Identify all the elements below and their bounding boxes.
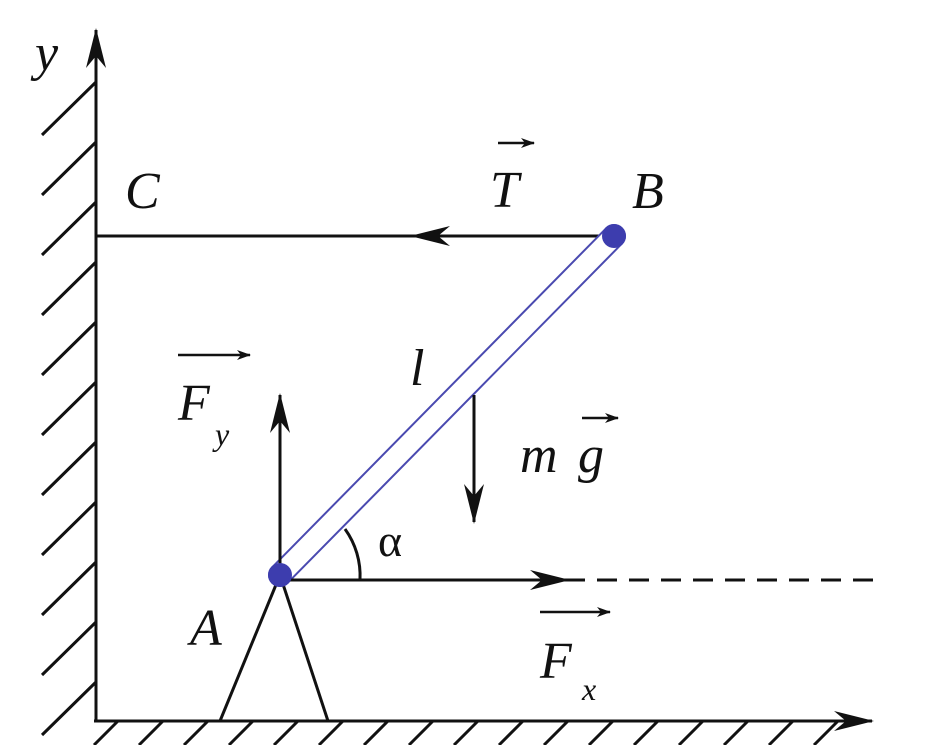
tension-label: T [490,162,522,219]
gravity-g-label: g [578,427,604,484]
ground-hatching [92,719,840,745]
pivot-support [218,574,330,722]
length-label: l [410,340,424,397]
point-a-label: A [187,600,222,657]
rod-ab [268,224,626,587]
force-y-label-sub: y [212,416,230,452]
point-c-label: C [125,163,161,220]
force-x-label-sub: x [581,671,596,707]
wall-hatching [40,80,98,737]
y-axis-label: y [30,25,59,82]
point-b-label: B [632,163,664,220]
angle-label: α [378,515,402,566]
force-y-label-main: F [177,375,211,432]
joint-a [268,563,292,587]
force-x-label-main: F [539,633,573,690]
angle-arc [343,528,362,581]
gravity-m-label: m [520,427,558,484]
joint-b [602,224,626,248]
